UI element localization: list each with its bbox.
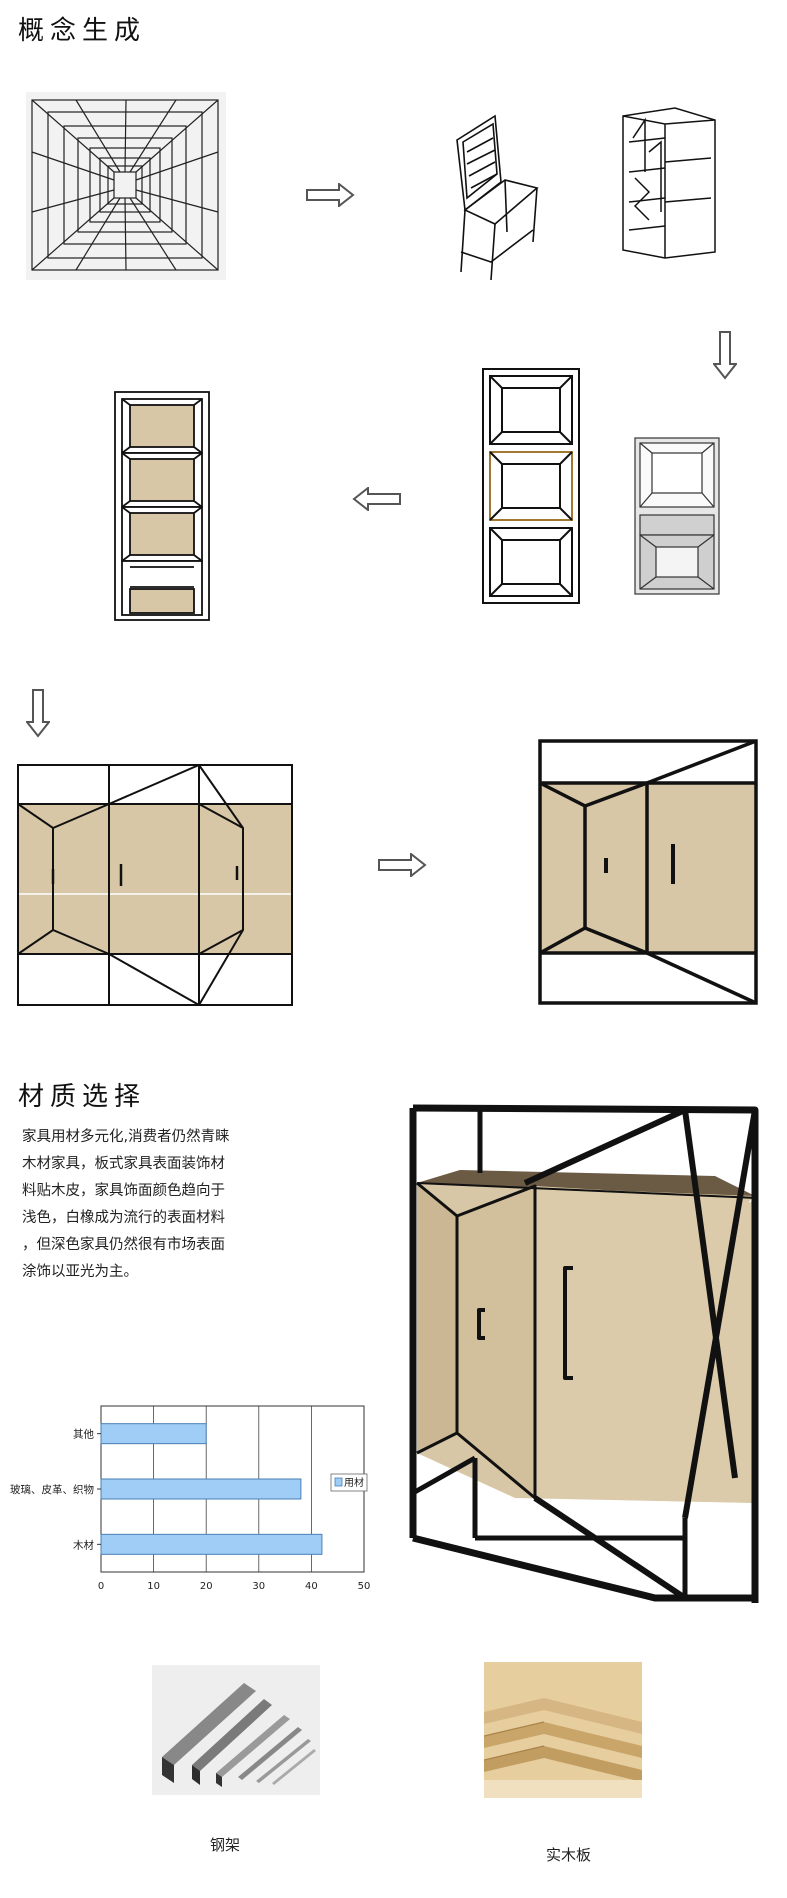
text-line: 木材家具，板式家具表面装饰材 (22, 1156, 225, 1172)
arrow-down-icon (713, 330, 737, 380)
chair-sketch (445, 112, 545, 287)
section-title-concept: 概念生成 (18, 16, 147, 46)
folded-cabinet-front (537, 738, 759, 1006)
section-title-material: 材质选择 (18, 1082, 147, 1112)
bar (100, 1533, 323, 1555)
legend-label: 用材 (344, 1476, 364, 1489)
x-tick-label: 40 (305, 1581, 318, 1592)
plywood-board-icon (484, 1662, 642, 1798)
x-tick-label: 10 (147, 1581, 160, 1592)
category-label: 木材 (73, 1538, 94, 1551)
legend-swatch (334, 1477, 343, 1487)
arrow-down-icon (26, 688, 50, 738)
bar (100, 1478, 302, 1500)
wood-tall-cabinet (114, 391, 210, 621)
arrow-right-icon (377, 853, 427, 877)
x-tick-label: 20 (200, 1581, 213, 1592)
plywood-photo (484, 1662, 642, 1798)
steel-tube-photo (152, 1665, 320, 1795)
text-line: 浅色，白橡成为流行的表面材料 (22, 1210, 225, 1226)
grey-cabinet-render (634, 437, 720, 595)
category-label: 玻璃、皮革、织物 (10, 1483, 94, 1496)
x-tick-label: 0 (98, 1581, 104, 1592)
text-line: 家具用材多元化,消费者仍然青睐 (22, 1129, 230, 1145)
material-description: 家具用材多元化,消费者仍然青睐 木材家具，板式家具表面装饰材 料贴木皮，家具饰面… (22, 1124, 244, 1286)
material-usage-chart: 0 10 20 30 40 50 其他玻璃、皮革、织物木材 用材 (0, 1390, 380, 1595)
text-line: ，但深色家具仍然很有市场表面 (22, 1237, 225, 1253)
x-tick-label: 30 (252, 1581, 265, 1592)
bar (100, 1423, 207, 1445)
cabinet-outline-sketch (482, 368, 580, 604)
unfolded-cabinet-diagram (17, 764, 293, 1006)
category-label: 其他 (73, 1428, 94, 1441)
perspective-tunnel-sketch (26, 92, 226, 280)
cabinet-3d-render (405, 1098, 765, 1618)
x-tick-label: 50 (358, 1581, 371, 1592)
arrow-right-icon (305, 183, 355, 207)
arrow-left-icon (352, 487, 402, 511)
steel-tube-icon (152, 1665, 320, 1795)
material-caption: 钢架 (210, 1836, 241, 1854)
material-caption: 实木板 (546, 1846, 592, 1864)
text-line: 料贴木皮，家具饰面颜色趋向于 (22, 1183, 225, 1199)
shelf-sketch (615, 102, 725, 262)
text-line: 涂饰以亚光为主。 (22, 1264, 138, 1280)
